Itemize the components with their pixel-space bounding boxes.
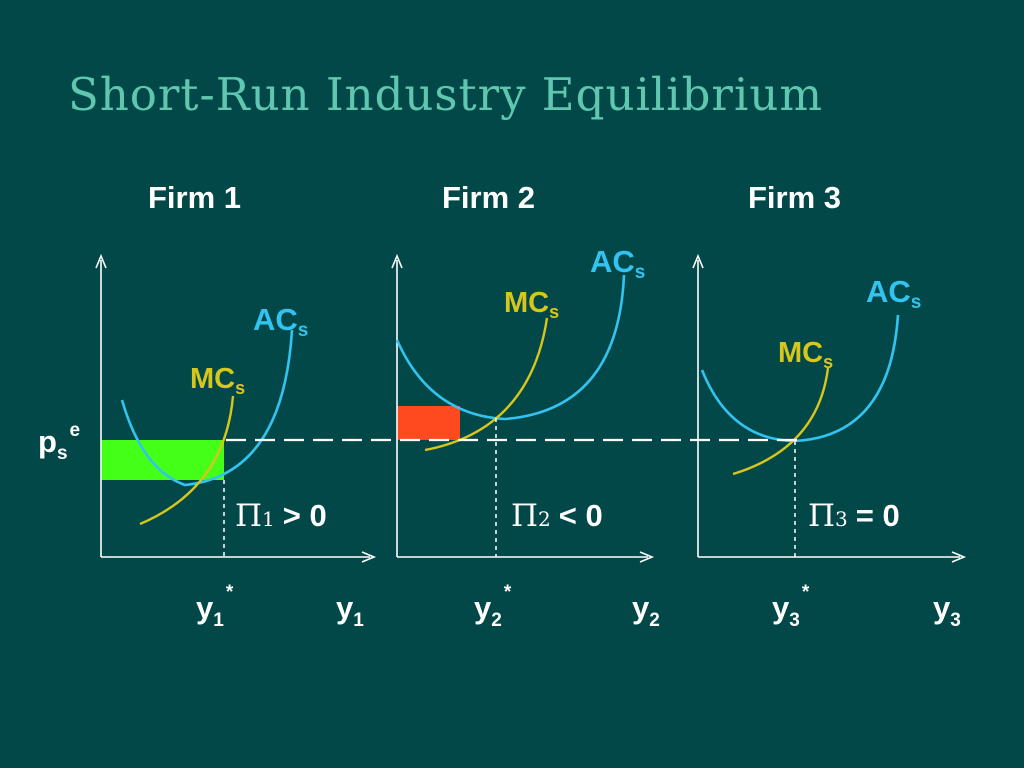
slide-title: Short-Run Industry Equilibrium (68, 68, 823, 121)
firm-2-output-star-label: y2* (474, 582, 512, 631)
firm-1-output-axis-label: y1 (336, 590, 364, 631)
firm-3-ac-label: ACs (866, 274, 921, 313)
firm-3-ac-curve (700, 314, 900, 443)
firm-2-x-axis-arrow (639, 551, 655, 563)
firm-1-y-axis-arrow (95, 253, 107, 269)
firm-3-mc-label: MCs (778, 337, 833, 372)
firm-2-mc-curve (424, 317, 549, 452)
firm-1-label: Firm 1 (148, 180, 242, 215)
firm-1-output-star-label: y1* (196, 582, 234, 631)
firm-1-ac-curve (120, 329, 294, 487)
firm-3-y-axis-arrow (692, 253, 704, 269)
firm-2-ac-curve (395, 274, 626, 421)
firm-1-mc-curve (139, 395, 235, 526)
market-price-label: pse (38, 420, 80, 464)
firm-1-panel: ACs MCs Π1> 0 y1* y1 (95, 253, 377, 631)
firm-1-profit-label: Π1> 0 (235, 498, 327, 534)
firm-3-output-star-label: y3* (772, 582, 810, 631)
firm-2-y-axis-arrow (391, 253, 403, 269)
firm-3-output-axis-label: y3 (933, 590, 961, 631)
firm-2-mc-label: MCs (504, 287, 559, 322)
firm-2-ac-label: ACs (590, 244, 645, 283)
firm-3-mc-curve (732, 367, 830, 476)
firm-1-mc-label: MCs (190, 363, 245, 398)
firm-1-x-axis-arrow (361, 551, 377, 563)
firm-2-loss-area (397, 406, 460, 440)
firm-2-panel: ACs MCs Π2< 0 y2* y2 (391, 244, 660, 631)
firm-2-profit-label: Π2< 0 (511, 498, 603, 534)
firm-3-panel: ACs MCs Π3= 0 y3* y3 (692, 253, 967, 631)
firm-2-label: Firm 2 (442, 180, 536, 215)
firm-1-ac-label: ACs (253, 302, 308, 341)
firm-2-output-axis-label: y2 (632, 590, 660, 631)
firm-3-label: Firm 3 (748, 180, 842, 215)
firm-3-x-axis-arrow (951, 551, 967, 563)
firm-3-profit-label: Π3= 0 (808, 498, 900, 534)
